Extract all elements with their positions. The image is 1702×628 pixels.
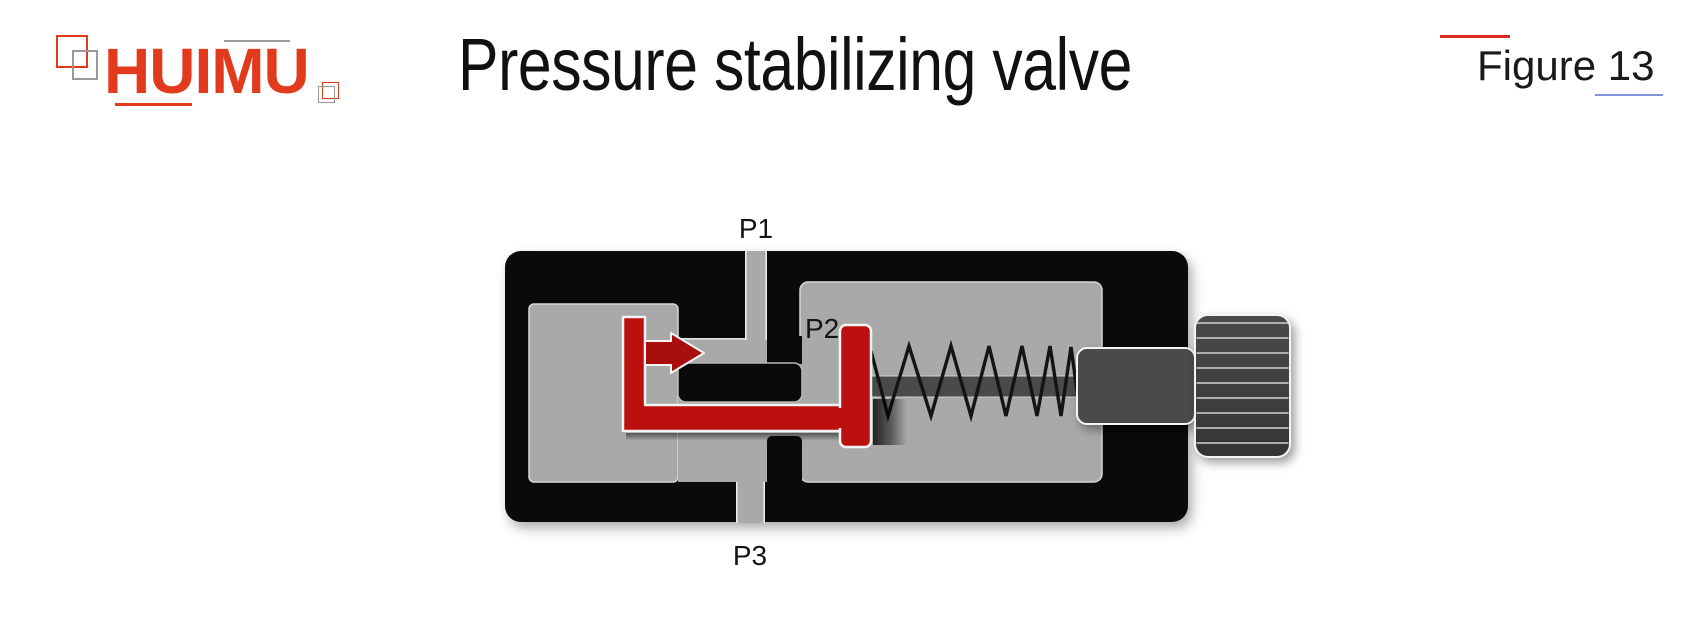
logo-square-gray-small	[318, 86, 335, 103]
spring-seat-block	[1076, 347, 1196, 425]
port-label-p2: P2	[805, 313, 839, 344]
p3-channel	[736, 482, 765, 523]
port-label-p1: P1	[739, 213, 773, 244]
logo-top-line	[224, 40, 290, 42]
port-label-p3: P3	[733, 540, 767, 571]
figure-red-line	[1440, 35, 1510, 38]
piston-shadow	[873, 399, 907, 445]
p1-channel	[745, 251, 767, 345]
spring	[869, 339, 1080, 423]
logo-huimu: HUIMU	[104, 35, 310, 107]
logo-square-gray-large	[72, 50, 98, 80]
metal-divider-lower	[767, 436, 802, 486]
logo-square-red-small	[322, 82, 339, 99]
knob-ridge-lines	[1196, 322, 1289, 444]
page-title: Pressure stabilizing valve	[458, 28, 1280, 102]
valve-poppet-arrow	[644, 332, 705, 374]
p1-channel-edges	[745, 251, 767, 340]
stem-piston-junction	[836, 408, 845, 428]
chamber-left	[528, 303, 679, 483]
metal-island-window	[677, 362, 803, 403]
valve-piston	[838, 323, 873, 449]
page-title-text: Pressure stabilizing valve	[458, 23, 1132, 106]
figure-label: Figure 13	[1477, 42, 1655, 89]
figure-blue-line	[1595, 94, 1663, 96]
logo-underline	[115, 103, 192, 106]
metal-divider-upper	[767, 336, 802, 364]
stem-shadow	[626, 433, 841, 441]
knob-body	[1194, 314, 1291, 458]
p3-channel-edges	[736, 482, 765, 523]
valve-assembly	[621, 315, 907, 449]
adjustment-knob	[1194, 314, 1291, 458]
